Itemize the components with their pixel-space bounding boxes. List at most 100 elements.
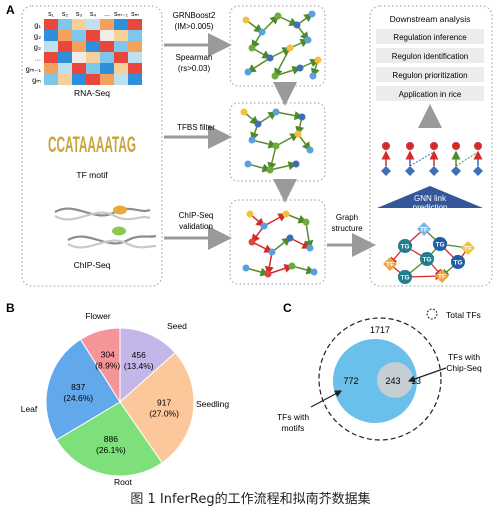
- graph-node: [272, 108, 280, 116]
- downstream-item-4-box: [376, 86, 484, 101]
- graph-node: [292, 160, 300, 168]
- graph-structure-label-2: structure: [331, 224, 363, 233]
- graph-edge: [304, 221, 314, 250]
- matrix-cell: [44, 52, 58, 63]
- graph-node: [314, 56, 322, 64]
- pie-label-root: Root: [114, 477, 133, 487]
- graph-node: [288, 262, 296, 270]
- graph-node: [294, 130, 302, 138]
- tg-node: [381, 166, 391, 176]
- graph-box-3: [229, 199, 326, 285]
- matrix-cell: [44, 74, 58, 85]
- tf-node: [435, 269, 449, 283]
- downstream-item-3: Regulon prioritization: [392, 71, 467, 80]
- matrix-cell: [128, 30, 142, 41]
- pie-percent-seedling: (27.0%): [149, 408, 179, 418]
- graph-node: [258, 28, 266, 36]
- downstream-item-1-box: [376, 29, 484, 44]
- graph-node: [296, 64, 304, 72]
- graph-edge: [261, 14, 280, 33]
- sample-label: s₂: [62, 11, 69, 18]
- graph-edge: [257, 111, 278, 125]
- pie-percent-seed: (13.4%): [124, 361, 154, 371]
- tg-node: [398, 239, 412, 253]
- graph-node: [248, 44, 256, 52]
- pie-slice-leaf: [45, 338, 121, 441]
- matrix-cell: [100, 52, 114, 63]
- tf-node: [406, 142, 414, 150]
- chip-only-count: 13: [411, 376, 421, 386]
- sample-label: ...: [104, 11, 110, 18]
- chip-validation-label: ChIP-Seq: [179, 211, 214, 220]
- matrix-cell: [86, 63, 100, 74]
- matrix-cell: [72, 63, 86, 74]
- matrix-cell: [72, 74, 86, 85]
- graph-edge: [247, 163, 272, 173]
- inputs-box: [21, 5, 163, 287]
- graph-node: [293, 21, 301, 29]
- graph-node: [306, 146, 314, 154]
- prediction-diagram: [381, 142, 483, 176]
- graph-edge: [277, 15, 299, 26]
- graph-edge: [291, 265, 316, 275]
- graph-node: [240, 108, 248, 116]
- graph-node: [271, 72, 279, 80]
- tf-node-label: TF: [386, 262, 394, 269]
- matrix-cell: [114, 41, 128, 52]
- tg-node: [451, 166, 461, 176]
- graph-node: [248, 136, 256, 144]
- gnn-label: GNN link: [414, 194, 447, 203]
- matrix-cell: [58, 74, 72, 85]
- graph-node: [286, 44, 294, 52]
- matrix-cell: [128, 41, 142, 52]
- sample-label: sₘ₋₁: [114, 11, 129, 18]
- graph-edge: [246, 57, 271, 73]
- tf-motif-label: TF motif: [76, 170, 108, 180]
- gene-label: ...: [35, 54, 41, 63]
- gene-label: gₘ: [32, 76, 41, 85]
- pie-label-leaf: Leaf: [21, 404, 38, 414]
- pie-label-seedling: Seedling: [196, 399, 229, 409]
- tg-node: [398, 270, 412, 284]
- pie-slice-flower: [79, 327, 121, 404]
- pie-percent-root: (26.1%): [96, 445, 126, 455]
- matrix-cell: [72, 52, 86, 63]
- prediction-edge: [455, 151, 479, 167]
- tf-node-label: TF: [464, 246, 472, 253]
- graph-edge: [269, 47, 292, 59]
- gnn-triangle: [377, 186, 483, 208]
- tf-node: [474, 142, 482, 150]
- chip-label: TFs with: [448, 352, 480, 362]
- graph-node: [244, 68, 252, 76]
- tf-node: [452, 142, 460, 150]
- graph-edge: [275, 133, 300, 147]
- graph-node: [246, 210, 254, 218]
- graph-node: [254, 120, 262, 128]
- downstream-item-2-box: [376, 48, 484, 63]
- tg-node-label: TG: [435, 242, 444, 249]
- pie-slice-root: [55, 401, 163, 477]
- chip-pointer: [407, 367, 447, 383]
- graph-node: [309, 72, 317, 80]
- dna-helix-icon: [54, 205, 157, 249]
- graph-edge: [251, 241, 274, 253]
- matrix-cell: [128, 19, 142, 30]
- gnn-label-2: prediction: [413, 203, 448, 212]
- graph-node: [308, 10, 316, 18]
- graph-edge: [263, 213, 288, 227]
- tg-node: [420, 252, 434, 266]
- tg-node-label: TG: [400, 275, 409, 282]
- graph-edge: [274, 65, 302, 77]
- graph-node: [248, 238, 256, 246]
- pie-value-root: 886: [104, 434, 118, 444]
- panel-a-label: A: [6, 3, 15, 17]
- matrix-cell: [100, 74, 114, 85]
- pie-value-leaf: 837: [71, 382, 85, 392]
- graph-node: [268, 248, 276, 256]
- tg-node: [451, 255, 465, 269]
- graph-node: [272, 142, 280, 150]
- graph-node: [282, 210, 290, 218]
- matrix-cell: [114, 74, 128, 85]
- tg-node-label: TG: [422, 257, 431, 264]
